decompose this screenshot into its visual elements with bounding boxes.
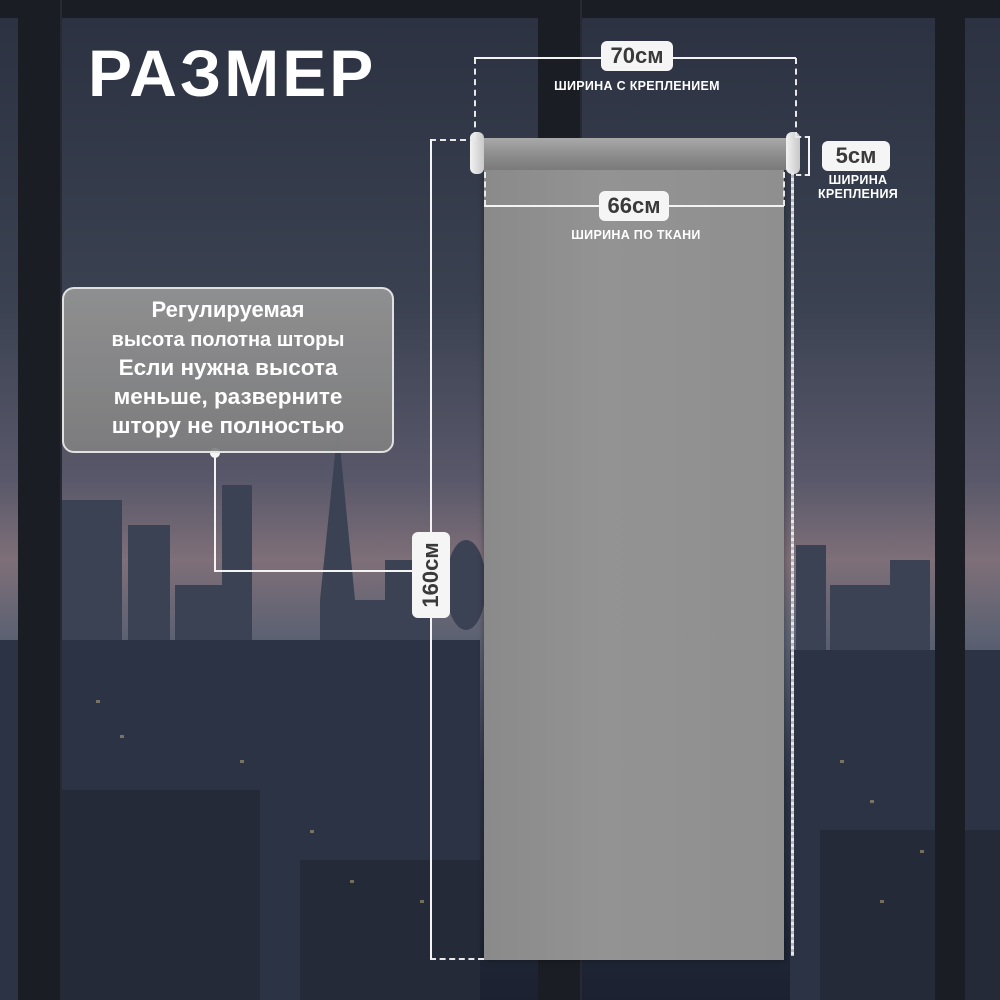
window-frame-left — [18, 0, 62, 1000]
left-bracket — [470, 132, 484, 174]
fabric-width-caption: ШИРИНА ПО ТКАНИ — [571, 228, 701, 242]
dimension-guide — [796, 136, 810, 138]
callout-anchor-dot — [210, 448, 220, 458]
mount-width-line — [808, 136, 810, 176]
callout-body-line3: штору не полностью — [111, 413, 345, 438]
mount-width-value: 5см — [822, 141, 890, 171]
window-frame-top — [0, 0, 1000, 18]
dimension-guide — [430, 139, 476, 141]
roller-tube — [478, 138, 790, 170]
dimension-guide — [796, 174, 810, 176]
roller-blind-fabric — [484, 168, 784, 960]
mount-width-caption-line2: КРЕПЛЕНИЯ — [817, 187, 899, 202]
dimension-guide — [484, 172, 486, 206]
callout-connector-horizontal — [214, 570, 430, 572]
callout-body: Если нужна высота меньше, разверните што… — [64, 353, 392, 440]
mount-width-caption: ШИРИНА КРЕПЛЕНИЯ — [810, 173, 906, 202]
height-value: 160см — [412, 532, 450, 618]
page-title: РАЗМЕР — [88, 36, 377, 110]
callout-heading-line1: Регулируемая — [151, 297, 305, 322]
total-width-caption: ШИРИНА С КРЕПЛЕНИЕМ — [554, 79, 720, 93]
fabric-width-value: 66см — [599, 191, 669, 221]
callout-heading-line2: высота полотна шторы — [111, 329, 345, 351]
control-chain — [791, 172, 794, 956]
frame-highlight — [60, 0, 62, 1000]
dimension-guide — [795, 58, 797, 138]
dimension-guide — [474, 58, 476, 138]
callout-body-line1: Если нужна высота — [118, 355, 338, 380]
window-frame-right — [935, 0, 965, 1000]
dimension-guide — [430, 958, 484, 960]
callout-heading: Регулируемая высота полотна шторы — [64, 295, 392, 355]
height-value-text: 160см — [418, 542, 443, 608]
callout-connector-vertical — [214, 452, 216, 572]
dimension-guide — [783, 172, 785, 206]
total-width-value: 70см — [601, 41, 673, 71]
callout-body-line2: меньше, разверните — [113, 384, 343, 409]
adjustable-height-callout: Регулируемая высота полотна шторы Если н… — [62, 287, 394, 453]
mount-width-caption-line1: ШИРИНА — [828, 173, 888, 187]
right-bracket — [786, 132, 800, 174]
